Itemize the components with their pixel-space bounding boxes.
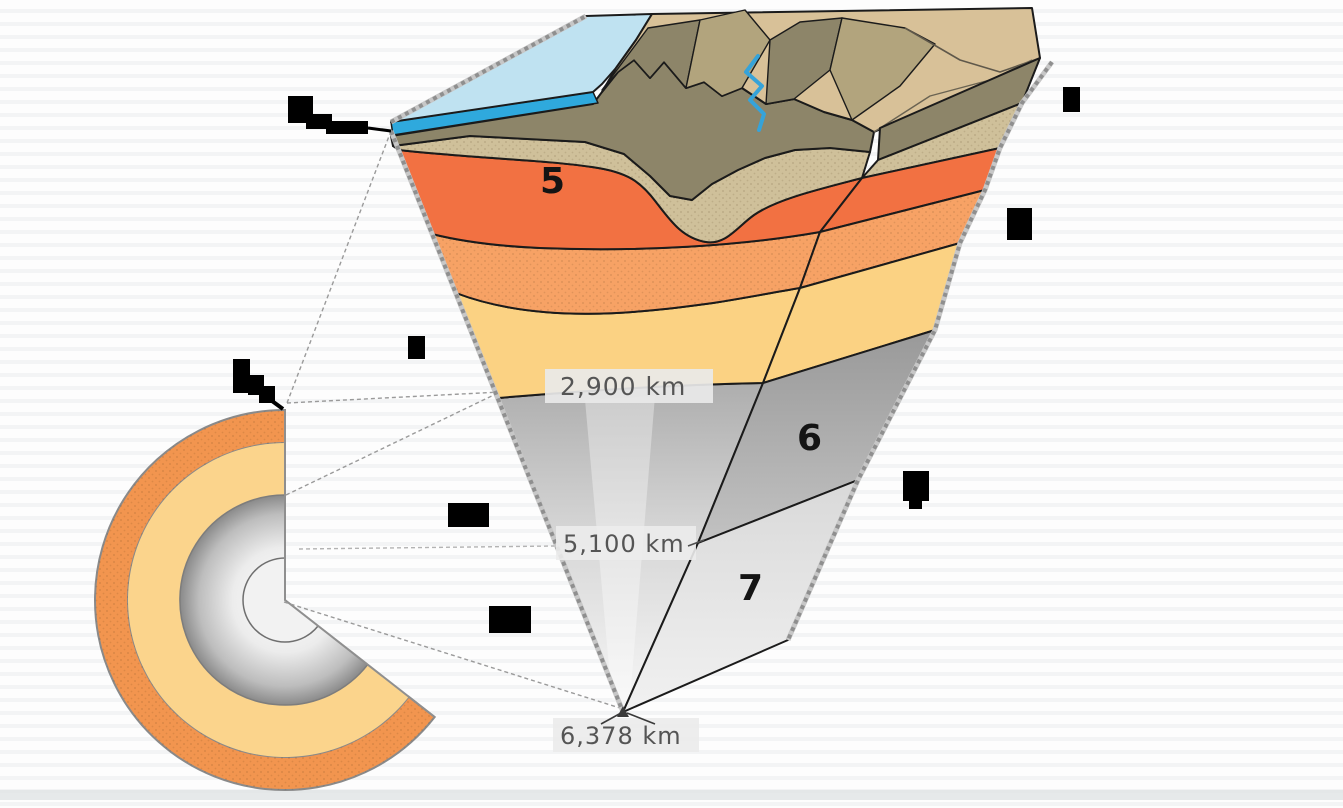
redacted-label-wedge-left [408,336,425,359]
connector-core-mantle [285,391,501,496]
label-upper-mantle-number: 5 [540,161,565,202]
depth-label-box-6378 [553,718,699,752]
apex-arrowhead-icon [617,706,629,717]
left-cut-edge [389,130,625,713]
depth-label-6378: 6,378 km [560,722,682,750]
redacted-label-top-right [1063,87,1080,112]
connector-crust [286,391,501,404]
redacted-label-left-mid [448,503,489,527]
hatched-cut-edges [388,13,1055,713]
small-earth-yellow-ring [128,443,409,758]
background-band [0,790,1343,800]
connector-surface [286,130,392,404]
river [744,54,766,132]
redacted-label-right-lower [903,471,929,509]
right-face-crust-texture [862,103,1022,178]
small-earth-cut-edges [284,410,436,718]
depth-tick-5100 [687,539,705,547]
redacted-labels [233,87,1080,633]
small-earth-globe [93,408,437,791]
surface-terrain-block [390,7,1041,133]
label-outer-core-number: 6 [797,418,822,459]
right-cut-edge [786,60,1054,641]
back-left-cut-edge [390,14,587,124]
connector-center [283,601,621,709]
label-inner-core-number: 7 [738,568,763,609]
apex-arrow-lines [600,706,656,725]
mountain-facet-dark-1 [601,19,701,91]
redacted-label-left-lower [489,606,531,633]
redacted-label-top-left [288,96,392,134]
redacted-label-right-upper [1007,208,1032,240]
depth-label-box-2900 [545,369,713,403]
redacted-label-left-of-earth [233,359,285,411]
connector-inner-core [298,545,557,550]
depth-label-2900: 2,900 km [560,372,686,401]
front-light-orange-texture [432,232,820,314]
connector-lines [283,130,621,709]
depth-labels: 2,900 km 5,100 km 6,378 km [545,369,713,752]
front-crust-texture [393,136,870,243]
depth-label-box-5100 [556,526,696,560]
layer-numbers: 5 6 7 [540,161,822,609]
right-face-light-orange-texture [800,190,985,288]
depth-label-5100: 5,100 km [563,530,685,558]
